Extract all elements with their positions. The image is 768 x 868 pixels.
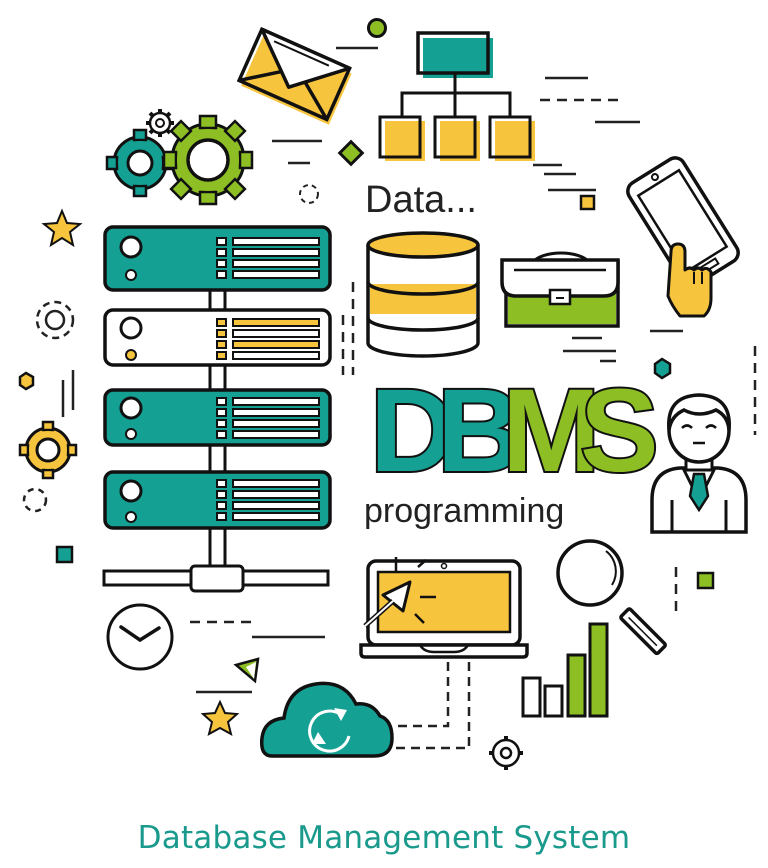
dot-icon — [367, 18, 387, 38]
server-rack-icon — [102, 225, 332, 593]
star-icon — [200, 699, 240, 736]
cloud-sync-icon — [259, 681, 394, 758]
database-icon — [366, 231, 480, 358]
headline-letter-d: D — [370, 365, 455, 497]
diamond-icon — [337, 139, 365, 167]
hierarchy-chart-icon — [378, 31, 535, 161]
decorative-lines — [61, 46, 757, 694]
caption: Database Management System — [137, 820, 631, 856]
square-icon — [579, 194, 596, 211]
data-label: Data... — [365, 179, 477, 221]
hexagon-icon — [653, 357, 672, 380]
clock-icon — [106, 603, 174, 671]
user-businessman-icon — [650, 393, 748, 534]
dashed-circle-icon — [299, 184, 319, 204]
headline: D B M S — [368, 363, 661, 499]
square-icon — [696, 571, 715, 590]
gears-icon — [105, 109, 254, 206]
envelope-icon — [236, 26, 352, 125]
star-icon — [41, 208, 83, 248]
dashed-circle-icon — [22, 487, 48, 513]
smartphone-touch-icon — [626, 156, 740, 318]
dashed-target-icon — [35, 300, 75, 340]
laptop-cursor-icon — [359, 557, 529, 659]
bar-chart-icon — [521, 622, 609, 718]
subheadline: programming — [364, 492, 564, 530]
connector-lines — [392, 662, 471, 750]
headline-letter-m: M — [502, 365, 600, 497]
left-decorations — [18, 300, 78, 564]
briefcase-icon — [500, 251, 620, 328]
headline-letter-s: S — [580, 365, 659, 497]
square-icon — [55, 545, 74, 564]
gear-icon — [489, 736, 523, 770]
hexagon-icon — [18, 371, 35, 391]
gear-icon — [18, 420, 78, 480]
headline-letter-b: B — [437, 365, 522, 497]
magnifier-icon — [556, 539, 667, 656]
